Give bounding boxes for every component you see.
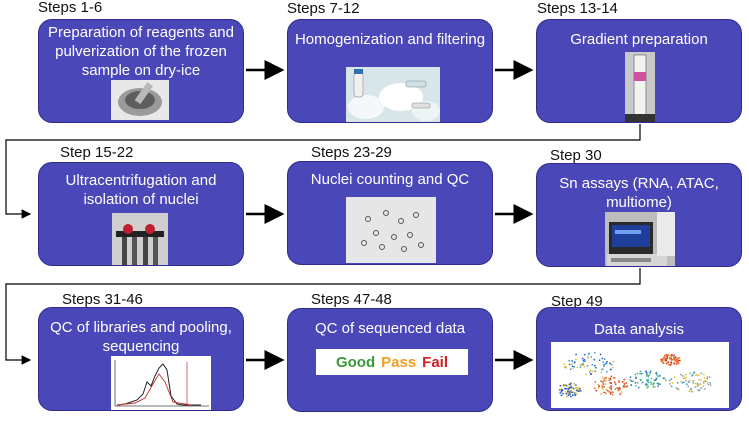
step-title-8: QC of sequenced data — [314, 320, 466, 337]
step-title-9: Data analysis — [593, 321, 685, 338]
plot-tick-10380: 10380 — [187, 410, 204, 411]
step-label-1: Steps 1-6 — [38, 0, 103, 16]
step-box-4: Ultracentrifugation and isolation of nuc… — [38, 162, 244, 266]
step-title-4: Ultracentrifugation and isolation of nuc… — [65, 172, 217, 208]
ice-tubes-photo — [346, 67, 440, 122]
step-box-2: Homogenization and filtering — [287, 19, 493, 123]
step-title-6: Sn assays (RNA, ATAC, multiome) — [559, 175, 719, 211]
quality-pass-label: Pass — [381, 353, 417, 371]
step-box-1: Preparation of reagents and pulverizatio… — [38, 19, 244, 123]
step-box-7: QC of libraries and pooling, sequencing … — [38, 307, 244, 411]
step-title-3: Gradient preparation — [570, 31, 708, 48]
step-label-4: Step 15-22 — [60, 144, 134, 161]
step-box-5: Nuclei counting and QC — [287, 161, 493, 265]
step-title-5: Nuclei counting and QC — [310, 171, 470, 188]
step-box-6: Sn assays (RNA, ATAC, multiome) — [536, 163, 742, 267]
quality-legend: Good Pass Fail — [316, 349, 468, 375]
step-label-9: Step 49 — [551, 293, 603, 310]
quality-good-label: Good — [335, 353, 376, 371]
step-box-8: QC of sequenced data Good Pass Fail — [287, 308, 493, 412]
step-label-8: Steps 47-48 — [311, 291, 392, 308]
plot-tick-500: 500 — [145, 410, 156, 411]
step-label-7: Steps 31-46 — [62, 291, 143, 308]
step-title-7: QC of libraries and pooling, sequencing — [50, 319, 232, 355]
step-title-1: Preparation of reagents and pulverizatio… — [48, 24, 234, 79]
row2-to-row3-connector — [5, 268, 641, 365]
chromium-controller-photo — [605, 212, 675, 266]
row1-to-row2-connector — [5, 124, 641, 219]
step-label-5: Steps 23-29 — [311, 144, 392, 161]
step-box-3: Gradient preparation — [536, 19, 742, 123]
ultracentrifuge-tubes-photo — [112, 213, 168, 265]
step-box-9: Data analysis — [536, 307, 742, 411]
step-label-2: Steps 7-12 — [287, 0, 360, 17]
library-size-trace-plot: 100 500 10380 — [111, 356, 211, 411]
step-label-6: Step 30 — [550, 147, 602, 164]
nuclei-microscopy-photo — [346, 197, 436, 263]
plot-tick-100: 100 — [114, 410, 125, 411]
mortar-pestle-photo — [111, 80, 169, 120]
quality-fail-label: Fail — [422, 353, 449, 371]
step-label-3: Steps 13-14 — [537, 0, 618, 17]
step-title-2: Homogenization and filtering — [294, 31, 486, 48]
umap-embedding-plot — [551, 342, 729, 408]
gradient-tube-photo — [625, 52, 655, 122]
